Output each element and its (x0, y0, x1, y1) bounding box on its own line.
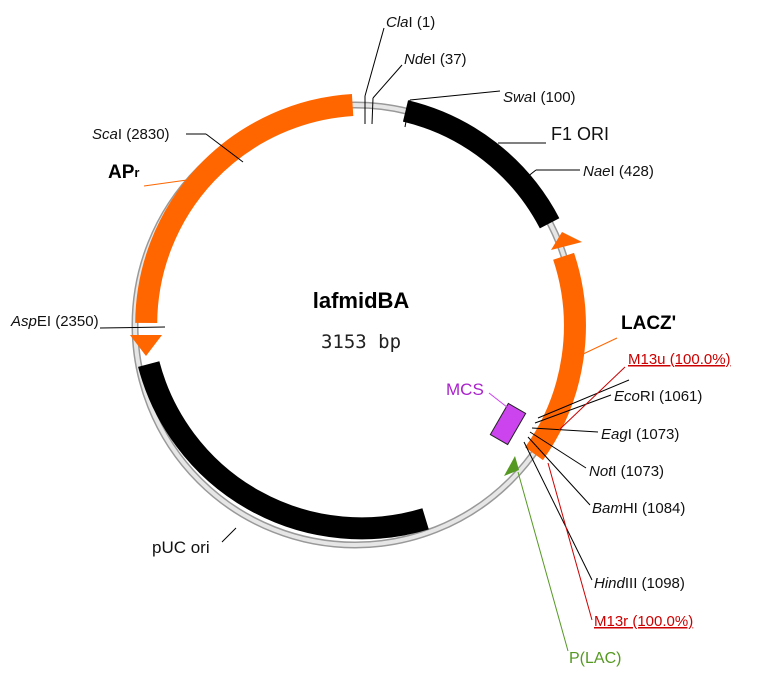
site-sca: ScaI (2830) (92, 126, 170, 143)
primer-m13u: M13u (100.0%) (628, 351, 731, 368)
lacz-label: LACZ' (621, 313, 676, 334)
site-hind: HindIII (1098) (594, 575, 685, 592)
site-eco: EcoRI (1061) (614, 388, 702, 405)
apr-gene-segment (135, 94, 354, 323)
plac-label: P(LAC) (569, 650, 621, 667)
site-swa: SwaI (100) (503, 89, 576, 106)
apr-label: APr (108, 162, 139, 183)
f1-ori-label: F1 ORI (551, 124, 609, 144)
plac-arrow (504, 456, 519, 476)
lacz-gene-segment (524, 252, 586, 461)
f1-ori-segment (402, 100, 560, 229)
puc-ori-segment (138, 361, 429, 540)
primer-m13r: M13r (100.0%) (594, 613, 693, 630)
site-nde: NdeI (37) (404, 51, 467, 68)
lacz-arrowhead (551, 232, 582, 250)
site-leaders (99, 27, 630, 581)
mcs-box (489, 402, 527, 446)
site-nae: NaeI (428) (583, 163, 654, 180)
mcs-label: MCS (446, 380, 484, 399)
site-not: NotI (1073) (589, 463, 664, 480)
plasmid-name: lafmidBA (313, 288, 410, 313)
site-eag: EagI (1073) (601, 426, 679, 443)
apr-arrowhead (130, 335, 162, 356)
plac-leader (517, 471, 569, 652)
site-cla: ClaI (1) (386, 14, 435, 31)
site-bam: BamHI (1084) (592, 500, 685, 517)
plasmid-size: 3153 bp (321, 331, 401, 353)
puc-ori-label: pUC ori (152, 538, 210, 557)
site-asp: AspEI (2350) (10, 313, 99, 330)
primer-leaders (547, 366, 626, 621)
